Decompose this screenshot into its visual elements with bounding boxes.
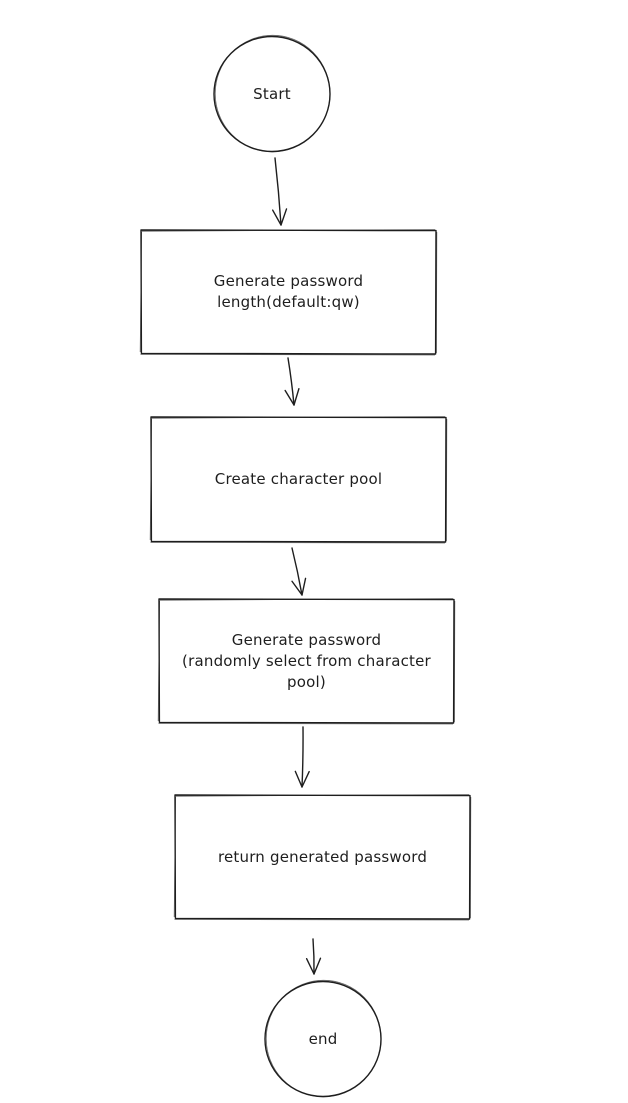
arrow-pool-to-generate-shaft xyxy=(291,547,303,596)
generate-password-text-line-1: Generate password xyxy=(231,630,382,649)
arrow-pool-to-generate xyxy=(291,547,307,596)
arrow-length-to-pool xyxy=(284,357,300,406)
arrow-return-to-end xyxy=(305,938,322,975)
arrow-generate-to-return-shaft xyxy=(301,726,304,788)
arrows-layer xyxy=(272,157,322,975)
arrow-generate-to-return xyxy=(294,726,310,788)
character-pool-node xyxy=(149,416,448,544)
end-node xyxy=(264,979,382,1098)
generate-password-text-line-3: pool) xyxy=(287,672,326,691)
end-node-sketch-stroke xyxy=(265,979,382,1098)
arrow-start-to-length-shaft xyxy=(274,157,282,226)
generate-length-text-line-1: Generate password xyxy=(213,272,364,290)
start-node-sketch-stroke xyxy=(214,34,331,153)
generate-length-node xyxy=(139,229,438,356)
generate-password-node xyxy=(157,598,456,725)
arrow-length-to-pool-head xyxy=(284,388,300,406)
end-node-label: end xyxy=(265,981,381,1097)
return-password-text-line: return generated password xyxy=(217,847,428,866)
generate-password-node-sketch-stroke xyxy=(157,598,456,725)
return-password-node xyxy=(173,794,472,921)
generate-length-node-label: Generate password length(default:qw) xyxy=(141,230,436,354)
generate-password-text-line-2: (randomly select from character xyxy=(182,651,431,670)
arrow-generate-to-return-head xyxy=(294,770,310,788)
character-pool-text-line: Create character pool xyxy=(214,470,383,488)
start-node-text-line: Start xyxy=(253,84,291,103)
generate-length-text-line-2: length(default:qw) xyxy=(217,293,360,311)
return-password-node-label: return generated password xyxy=(175,795,470,919)
arrow-return-to-end-head xyxy=(305,957,322,975)
arrow-pool-to-generate-head xyxy=(291,577,307,596)
generate-password-node-label: Generate password (randomly select from … xyxy=(159,599,454,723)
arrow-start-to-length xyxy=(272,157,288,226)
return-password-node-sketch-stroke xyxy=(173,794,472,921)
character-pool-node-sketch-stroke xyxy=(149,416,448,544)
end-node-text-line: end xyxy=(308,1029,338,1048)
arrow-return-to-end-shaft xyxy=(312,938,315,975)
generate-length-node-sketch-stroke xyxy=(139,229,438,356)
arrow-length-to-pool-shaft xyxy=(287,357,295,406)
start-node-label: Start xyxy=(214,36,330,152)
character-pool-node-label: Create character pool xyxy=(151,417,446,542)
arrow-start-to-length-head xyxy=(272,208,288,226)
shapes-layer xyxy=(139,34,472,1098)
start-node xyxy=(213,34,331,153)
